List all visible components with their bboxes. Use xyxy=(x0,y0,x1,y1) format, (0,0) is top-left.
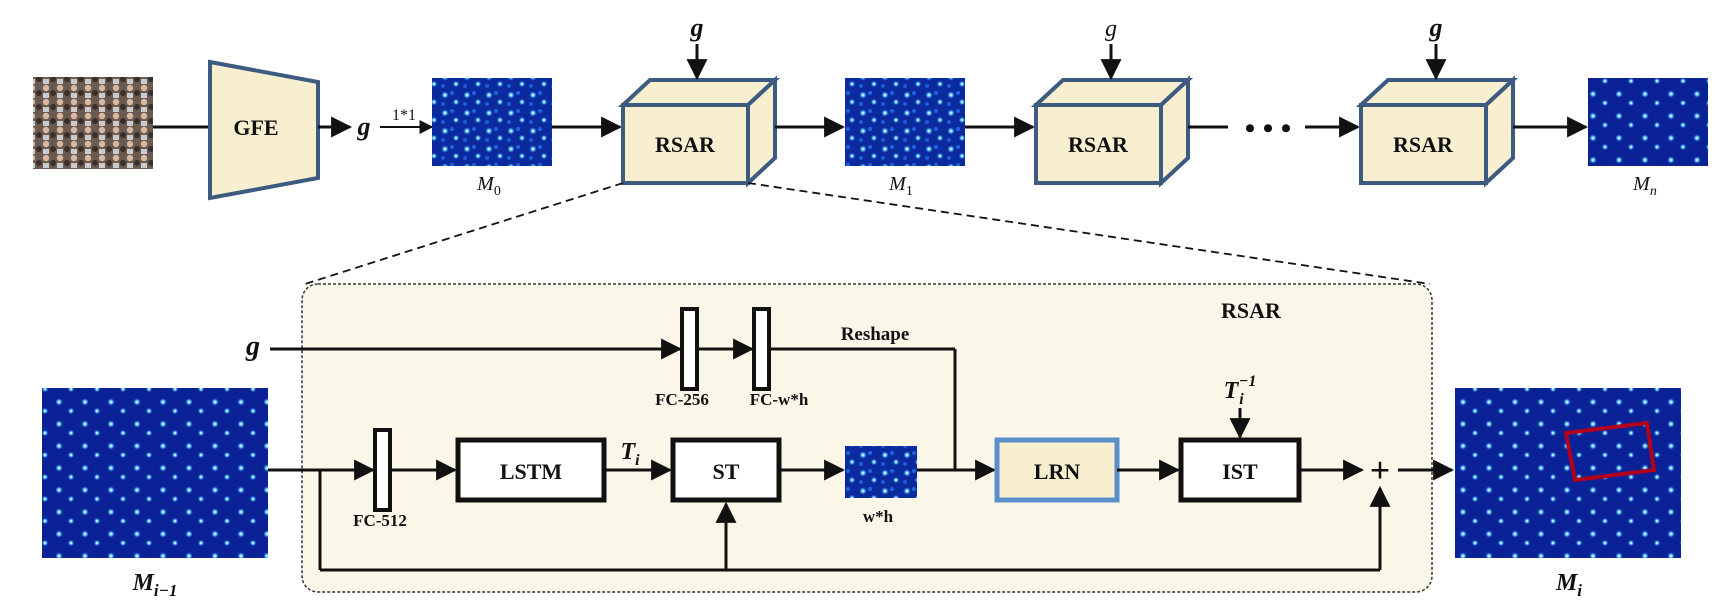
m0-label: M0 xyxy=(476,173,501,199)
mi-label: Mi xyxy=(1555,570,1582,600)
fc512-label: FC-512 xyxy=(353,511,407,530)
conv-label: 1*1 xyxy=(392,107,416,124)
ist-block xyxy=(1178,437,1302,503)
reshape-label: Reshape xyxy=(841,324,910,345)
density-map-m0 xyxy=(432,78,552,166)
ti-inv-label: Ti−1 xyxy=(1224,373,1257,408)
density-map-m1 xyxy=(845,78,965,166)
zoom-line-right xyxy=(747,182,1431,285)
wh-label: w*h xyxy=(863,507,894,526)
gfe-block xyxy=(208,59,320,201)
g-symbol: g xyxy=(357,112,371,141)
lrn-label: LRN xyxy=(1034,459,1081,484)
rsar-label-3: RSAR xyxy=(1393,132,1454,157)
g-input-1: g xyxy=(690,13,704,42)
rsar-block-3: RSAR xyxy=(1355,75,1519,188)
fc512-layer xyxy=(373,428,392,512)
gfe-label: GFE xyxy=(233,115,278,140)
g-input-3: g xyxy=(1429,13,1443,42)
zoom-line-left xyxy=(304,182,624,285)
sum-operator: + xyxy=(1370,450,1391,490)
detail-g-input: g xyxy=(245,331,260,362)
g-input-2: g xyxy=(1105,16,1117,42)
lstm-label: LSTM xyxy=(500,459,563,484)
mn-label: Mn xyxy=(1632,173,1657,199)
density-map-mn xyxy=(1588,78,1708,166)
crowd-image xyxy=(33,77,153,169)
fcwh-layer xyxy=(752,307,771,391)
rsar-detail-title: RSAR xyxy=(1221,298,1282,323)
lstm-block xyxy=(455,437,607,503)
mi-1-label: Mi−1 xyxy=(132,570,178,600)
st-label: ST xyxy=(713,459,740,484)
rsar-label-1: RSAR xyxy=(655,132,716,157)
fc256-layer xyxy=(680,307,699,391)
fcwh-label: FC-w*h xyxy=(750,390,809,409)
cropped-map xyxy=(845,446,917,498)
ellipsis: • • • xyxy=(1245,112,1292,145)
rsar-label-2: RSAR xyxy=(1068,132,1129,157)
ist-label: IST xyxy=(1222,459,1258,484)
rsar-block-1: RSAR xyxy=(617,75,781,188)
ti-label: Ti xyxy=(620,439,640,469)
attention-region-box xyxy=(1563,420,1657,483)
rsar-detail-panel xyxy=(301,283,1433,593)
m1-label: M1 xyxy=(888,173,913,199)
fc256-label: FC-256 xyxy=(655,390,709,409)
input-map-mi-1 xyxy=(42,388,268,558)
rsar-block-2: RSAR xyxy=(1030,75,1194,188)
output-map-mi xyxy=(1455,388,1681,558)
